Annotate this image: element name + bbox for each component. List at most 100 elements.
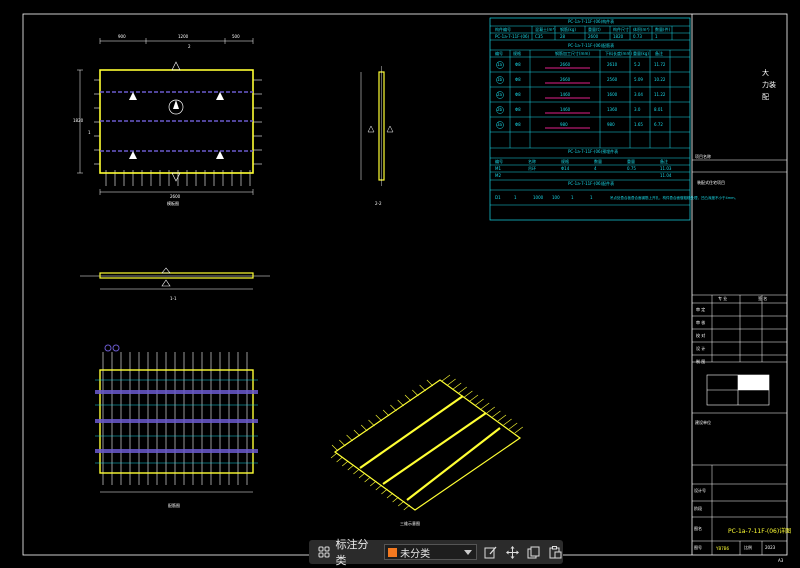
table4-note: 吊点处叠合板叠合面钢筋上开孔，构件叠合面做粗糙处理，凹凸深度不小于4mm。 <box>610 195 738 200</box>
rebar-shape-dim: 1460 <box>560 92 571 97</box>
copy-icon[interactable] <box>526 544 541 560</box>
rebar-weight: 5.2 <box>634 62 641 67</box>
table4-cell: 1000 <box>533 195 544 200</box>
rebar-id: 3a <box>497 122 503 127</box>
rebar-id-circle <box>496 61 504 69</box>
rebar-spec: Φ8 <box>515 107 521 112</box>
table2-header: 重量(kg) <box>633 50 649 56</box>
rebar-shape-dim: 2660 <box>560 77 571 82</box>
table3-cell: 11.03 <box>660 166 672 171</box>
table2-header: 备注 <box>655 50 663 56</box>
company-line3: 配 <box>762 93 769 101</box>
table1-cell: 28 <box>560 34 566 39</box>
rebar-shape-dim: 1460 <box>560 107 571 112</box>
sheet-label: 建设单位 <box>695 419 711 425</box>
rebar-length: 2560 <box>607 77 618 82</box>
table3-title: PC-1a-7-11F-(06)预埋件表 <box>568 148 618 154</box>
tb-row-label: 审 核 <box>696 319 705 325</box>
dim-height: 1820 <box>73 118 84 123</box>
rebar-weight: 3.0 <box>634 107 641 112</box>
table3-cell: M2 <box>495 173 501 178</box>
table4-title: PC-1a-7-11F-(06)配件表 <box>568 180 614 186</box>
drawing-no-label: 图号 <box>694 544 702 550</box>
table2-header: 下料长度(mm) <box>605 50 632 56</box>
rebar-length: 980 <box>607 122 615 127</box>
table3-cell: Φ14 <box>561 166 570 171</box>
table1-header: 体积(m³) <box>633 26 650 32</box>
table3-cell: 重量 <box>627 158 635 164</box>
tb-col2: 签 名 <box>758 295 767 301</box>
design-label: 设计号 <box>694 487 706 493</box>
rebar-note: 6.72 <box>654 122 663 127</box>
table1-cell: 0.73 <box>633 34 642 39</box>
edit-icon[interactable] <box>483 544 498 560</box>
company-line2: 力装 <box>762 80 776 89</box>
drawing-title: PC-1a-7-11F-(06)详图 <box>728 527 791 535</box>
table4-cell: 1 <box>590 195 593 200</box>
rebar-spec: Φ8 <box>515 62 521 67</box>
rebar-shape-dim: 980 <box>560 122 568 127</box>
chevron-down-icon <box>464 550 473 555</box>
company-line1: 大 <box>762 68 769 77</box>
rebar-note: 10.22 <box>654 77 666 82</box>
table3-cell: 11.04 <box>660 173 672 178</box>
table4-cell: 1 <box>571 195 574 200</box>
table1-cell: 2600 <box>588 34 599 39</box>
rebar-length: 1360 <box>607 107 618 112</box>
table3-cell: 编号 <box>495 158 503 164</box>
move-icon[interactable] <box>505 544 520 560</box>
tb-row-label: 制 图 <box>696 358 705 364</box>
tb-row-label: 设 计 <box>696 345 705 351</box>
schedule-tables: PC-1a-7-11F-(06)构件表 PC-1a-7-11F-(06)配筋表 … <box>489 17 738 221</box>
table2-title: PC-1a-7-11F-(06)配筋表 <box>568 42 614 48</box>
table3-cell: 备注 <box>660 158 668 164</box>
table1-header: 混凝土(m³) <box>535 26 556 32</box>
table1-header: 数量(件) <box>655 26 671 32</box>
section-22-label: 2-2 <box>375 201 382 206</box>
rebar-id-circle <box>496 106 504 114</box>
table4-cell: 1 <box>514 195 517 200</box>
tb-col1: 专 业 <box>718 295 727 301</box>
paste-icon[interactable] <box>548 544 563 560</box>
table4-cell: 100 <box>552 195 560 200</box>
stage-label: 阶段 <box>694 505 702 511</box>
marker-2: 2 <box>188 44 191 49</box>
table1-header: 构件尺寸 <box>613 26 629 32</box>
rebar-spec: Φ8 <box>515 77 521 82</box>
rebar-spec: Φ8 <box>515 92 521 97</box>
rebar-id-circle <box>496 76 504 84</box>
tb-row-label: 校 对 <box>696 332 705 338</box>
section-11-label: 1-1 <box>170 296 177 301</box>
rebar-plan: 配筋图 <box>95 344 258 508</box>
scale-label: 比例 <box>744 544 752 550</box>
drawing-no: YB7B6 <box>715 546 729 551</box>
rebar-id: 1b <box>497 77 503 82</box>
section-2-2: 2-2 <box>360 66 394 206</box>
page-size: A3 <box>778 558 784 563</box>
rebar-id: 2b <box>497 107 503 112</box>
drawing-title-label: 图名 <box>694 525 702 531</box>
table3-cell: 数量 <box>594 158 602 164</box>
rebar-weight: 1.65 <box>634 122 643 127</box>
table1-cell: 1 <box>655 34 658 39</box>
title-block: 大 力装 配 项目名称 装配式住宅项目 专 业 签 名 审 定审 核校 对设 计… <box>692 68 791 563</box>
table3-cell: 0.75 <box>627 166 636 171</box>
category-select-value: 未分类 <box>400 548 431 560</box>
drawing-frame <box>22 13 788 556</box>
rebar-id: 2a <box>497 92 503 97</box>
rebar-weight: 3.04 <box>634 92 643 97</box>
table2-header: 规格 <box>513 50 521 56</box>
rebar-id: 1a <box>497 62 503 67</box>
rebar-plan-title: 配筋图 <box>168 502 180 508</box>
plan-view: 900 1200 500 2600 1820 2 1 模板图 <box>73 34 262 206</box>
dim-total: 2600 <box>170 194 181 199</box>
annotation-category-label: 标注分类 <box>335 538 369 567</box>
table1-cell: C35 <box>535 34 543 39</box>
grid-icon[interactable] <box>317 545 331 559</box>
category-select[interactable]: 未分类 <box>384 544 478 560</box>
dim-left: 900 <box>118 34 126 39</box>
rebar-length: 2610 <box>607 62 618 67</box>
table3-cell: 吊环 <box>528 166 536 171</box>
table1-cell: 1820 <box>613 34 624 39</box>
